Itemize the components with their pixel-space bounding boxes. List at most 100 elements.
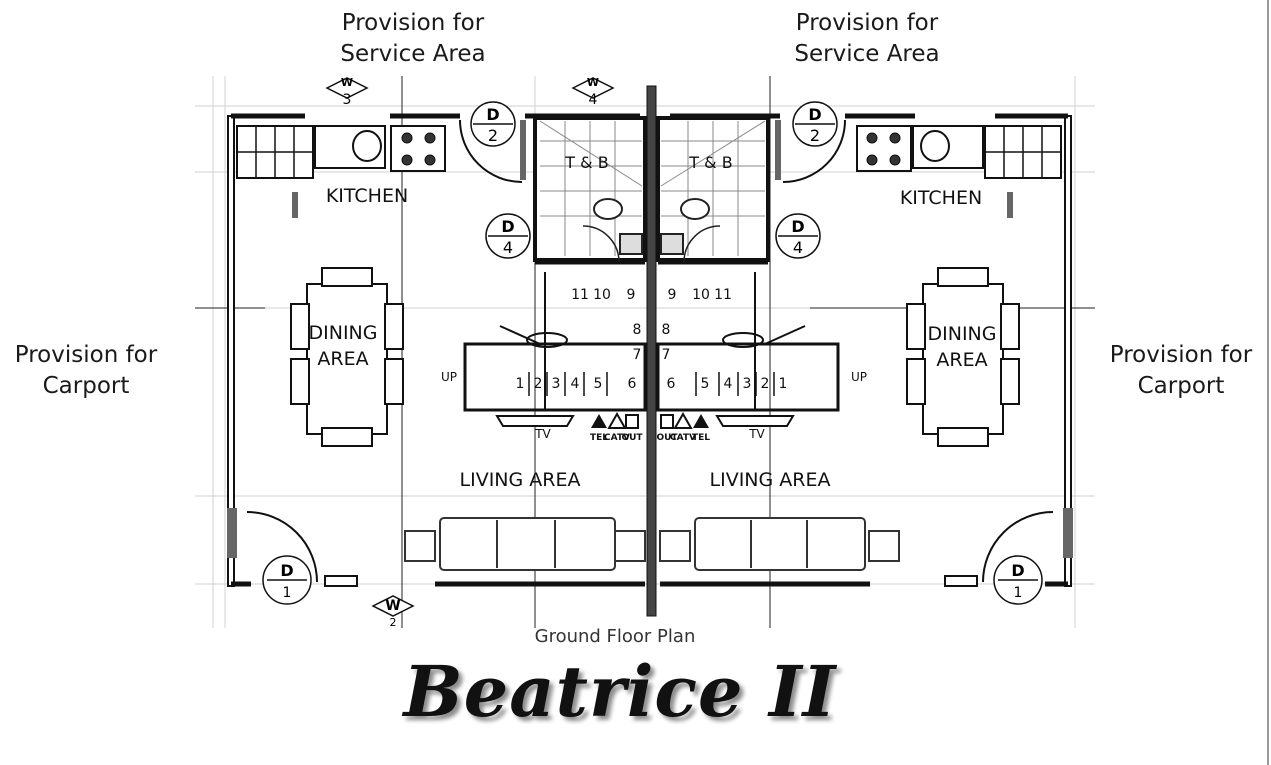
door-tag-d4-right: D 4: [775, 213, 821, 259]
room-labels: KITCHEN KITCHEN DINING AREA DINING AREA …: [309, 185, 997, 491]
toilet-bath-blocks: [533, 116, 770, 265]
door-tag-d1-left: D 1: [262, 555, 312, 605]
window-tag-w2: W 2: [371, 595, 415, 628]
stair-step-label: 10: [593, 287, 611, 303]
outlet-labels: TEL CATV OUT OUT CATV TEL: [590, 433, 710, 443]
up-label-right: UP: [851, 370, 867, 384]
callout-line: Carport: [42, 373, 130, 399]
stair-step-label: 7: [633, 347, 642, 363]
window-tag-number: 2: [390, 616, 397, 628]
dining-sets: [290, 267, 1020, 447]
callout-line: Provision for: [341, 10, 485, 36]
stair-step-label: 3: [743, 376, 752, 392]
outlet-label-out-left: OUT: [621, 433, 643, 443]
door-tag-d4-left: D 4: [485, 213, 531, 259]
door-tag-number: 4: [793, 238, 803, 257]
window-tag-number: 3: [343, 92, 352, 108]
stair-step-label: 7: [662, 347, 671, 363]
stair-step-label: 11: [571, 287, 589, 303]
door-tag-letter: D: [280, 561, 293, 580]
window-tag-w4: W 4: [571, 76, 615, 108]
tv-label-left: TV: [534, 427, 551, 441]
door-tag-letter: D: [501, 217, 514, 236]
staircases: [463, 272, 840, 412]
outlet-symbols: [591, 411, 709, 429]
door-tag-number: 4: [503, 238, 513, 257]
stair-step-label: 3: [552, 376, 561, 392]
stair-step-label: 4: [571, 376, 580, 392]
callout-line: Provision for: [795, 10, 939, 36]
door-tag-number: 2: [810, 126, 820, 145]
stair-step-label: 4: [724, 376, 733, 392]
window-tag-w3: W 3: [325, 76, 369, 108]
outlet-label-tel-right: TEL: [692, 433, 710, 443]
door-tag-number: 1: [1014, 585, 1023, 601]
callout-service-area-right: Provision for Service Area: [772, 8, 962, 70]
room-label-living-right: LIVING AREA: [710, 469, 831, 491]
stair-step-label: 2: [761, 376, 770, 392]
stair-step-label: 1: [779, 376, 788, 392]
door-tag-number: 2: [488, 126, 498, 145]
stair-step-label: 6: [667, 376, 676, 392]
room-label-dining-right: DINING: [928, 323, 997, 345]
door-tag-d2-right: D 2: [792, 101, 838, 147]
room-label-tb-right: T & B: [688, 153, 732, 172]
door-tag-letter: D: [808, 105, 821, 124]
room-label-dining-right-2: AREA: [936, 349, 987, 371]
window-tag-letter: W: [341, 76, 353, 89]
outlet-label-tel-left: TEL: [590, 433, 608, 443]
plan-caption: Ground Floor Plan: [534, 626, 696, 647]
room-label-kitchen-left: KITCHEN: [326, 185, 408, 207]
tv-units: [495, 415, 795, 427]
callout-line: Carport: [1137, 373, 1225, 399]
outlet-label-catv-left: CATV: [604, 433, 630, 443]
window-tag-letter: W: [385, 598, 400, 614]
door-tag-number: 1: [283, 585, 292, 601]
door-tag-d1-right: D 1: [993, 555, 1043, 605]
door-tag-letter: D: [1011, 561, 1024, 580]
tv-label-right: TV: [748, 427, 765, 441]
stair-step-label: 5: [701, 376, 710, 392]
callout-line: Service Area: [340, 41, 486, 67]
wall-jambs: [227, 120, 1073, 558]
page-edge-line: [1267, 0, 1269, 765]
door-tag-letter: D: [791, 217, 804, 236]
callout-line: Provision for: [14, 342, 158, 368]
callout-line: Provision for: [1109, 342, 1253, 368]
stair-step-label: 5: [594, 376, 603, 392]
sofas: [404, 517, 900, 571]
small-labels: TV TV UP UP: [441, 370, 867, 441]
stair-step-label: 8: [662, 322, 671, 338]
stair-step-label: 11: [714, 287, 732, 303]
room-label-living-left: LIVING AREA: [460, 469, 581, 491]
party-wall: [646, 85, 657, 617]
door-swings: [246, 119, 1054, 583]
callout-line: Service Area: [794, 41, 940, 67]
tb-labels: T & B T & B: [564, 153, 732, 172]
callout-carport-right: Provision for Carport: [1098, 340, 1264, 402]
kitchen-counters: [236, 125, 1062, 179]
callout-carport-left: Provision for Carport: [0, 340, 172, 402]
outlet-label-catv-right: CATV: [670, 433, 696, 443]
door-tag-letter: D: [486, 105, 499, 124]
stair-step-label: 9: [627, 287, 636, 303]
callout-service-area-left: Provision for Service Area: [318, 8, 508, 70]
room-label-dining-left-2: AREA: [317, 348, 368, 370]
room-label-tb-left: T & B: [564, 153, 608, 172]
outlet-label-out-right: OUT: [656, 433, 678, 443]
window-tag-letter: W: [587, 76, 599, 89]
up-label-left: UP: [441, 370, 457, 384]
room-label-dining-left: DINING: [309, 322, 378, 344]
window-tag-number: 4: [589, 92, 598, 108]
stair-step-label: 10: [692, 287, 710, 303]
stair-step-label: 6: [628, 376, 637, 392]
stair-step-label: 9: [668, 287, 677, 303]
door-tag-d2-left: D 2: [470, 101, 516, 147]
room-label-kitchen-right: KITCHEN: [900, 187, 982, 209]
model-title: Beatrice II: [403, 650, 837, 733]
stair-step-label: 8: [633, 322, 642, 338]
stair-step-label: 1: [516, 376, 525, 392]
